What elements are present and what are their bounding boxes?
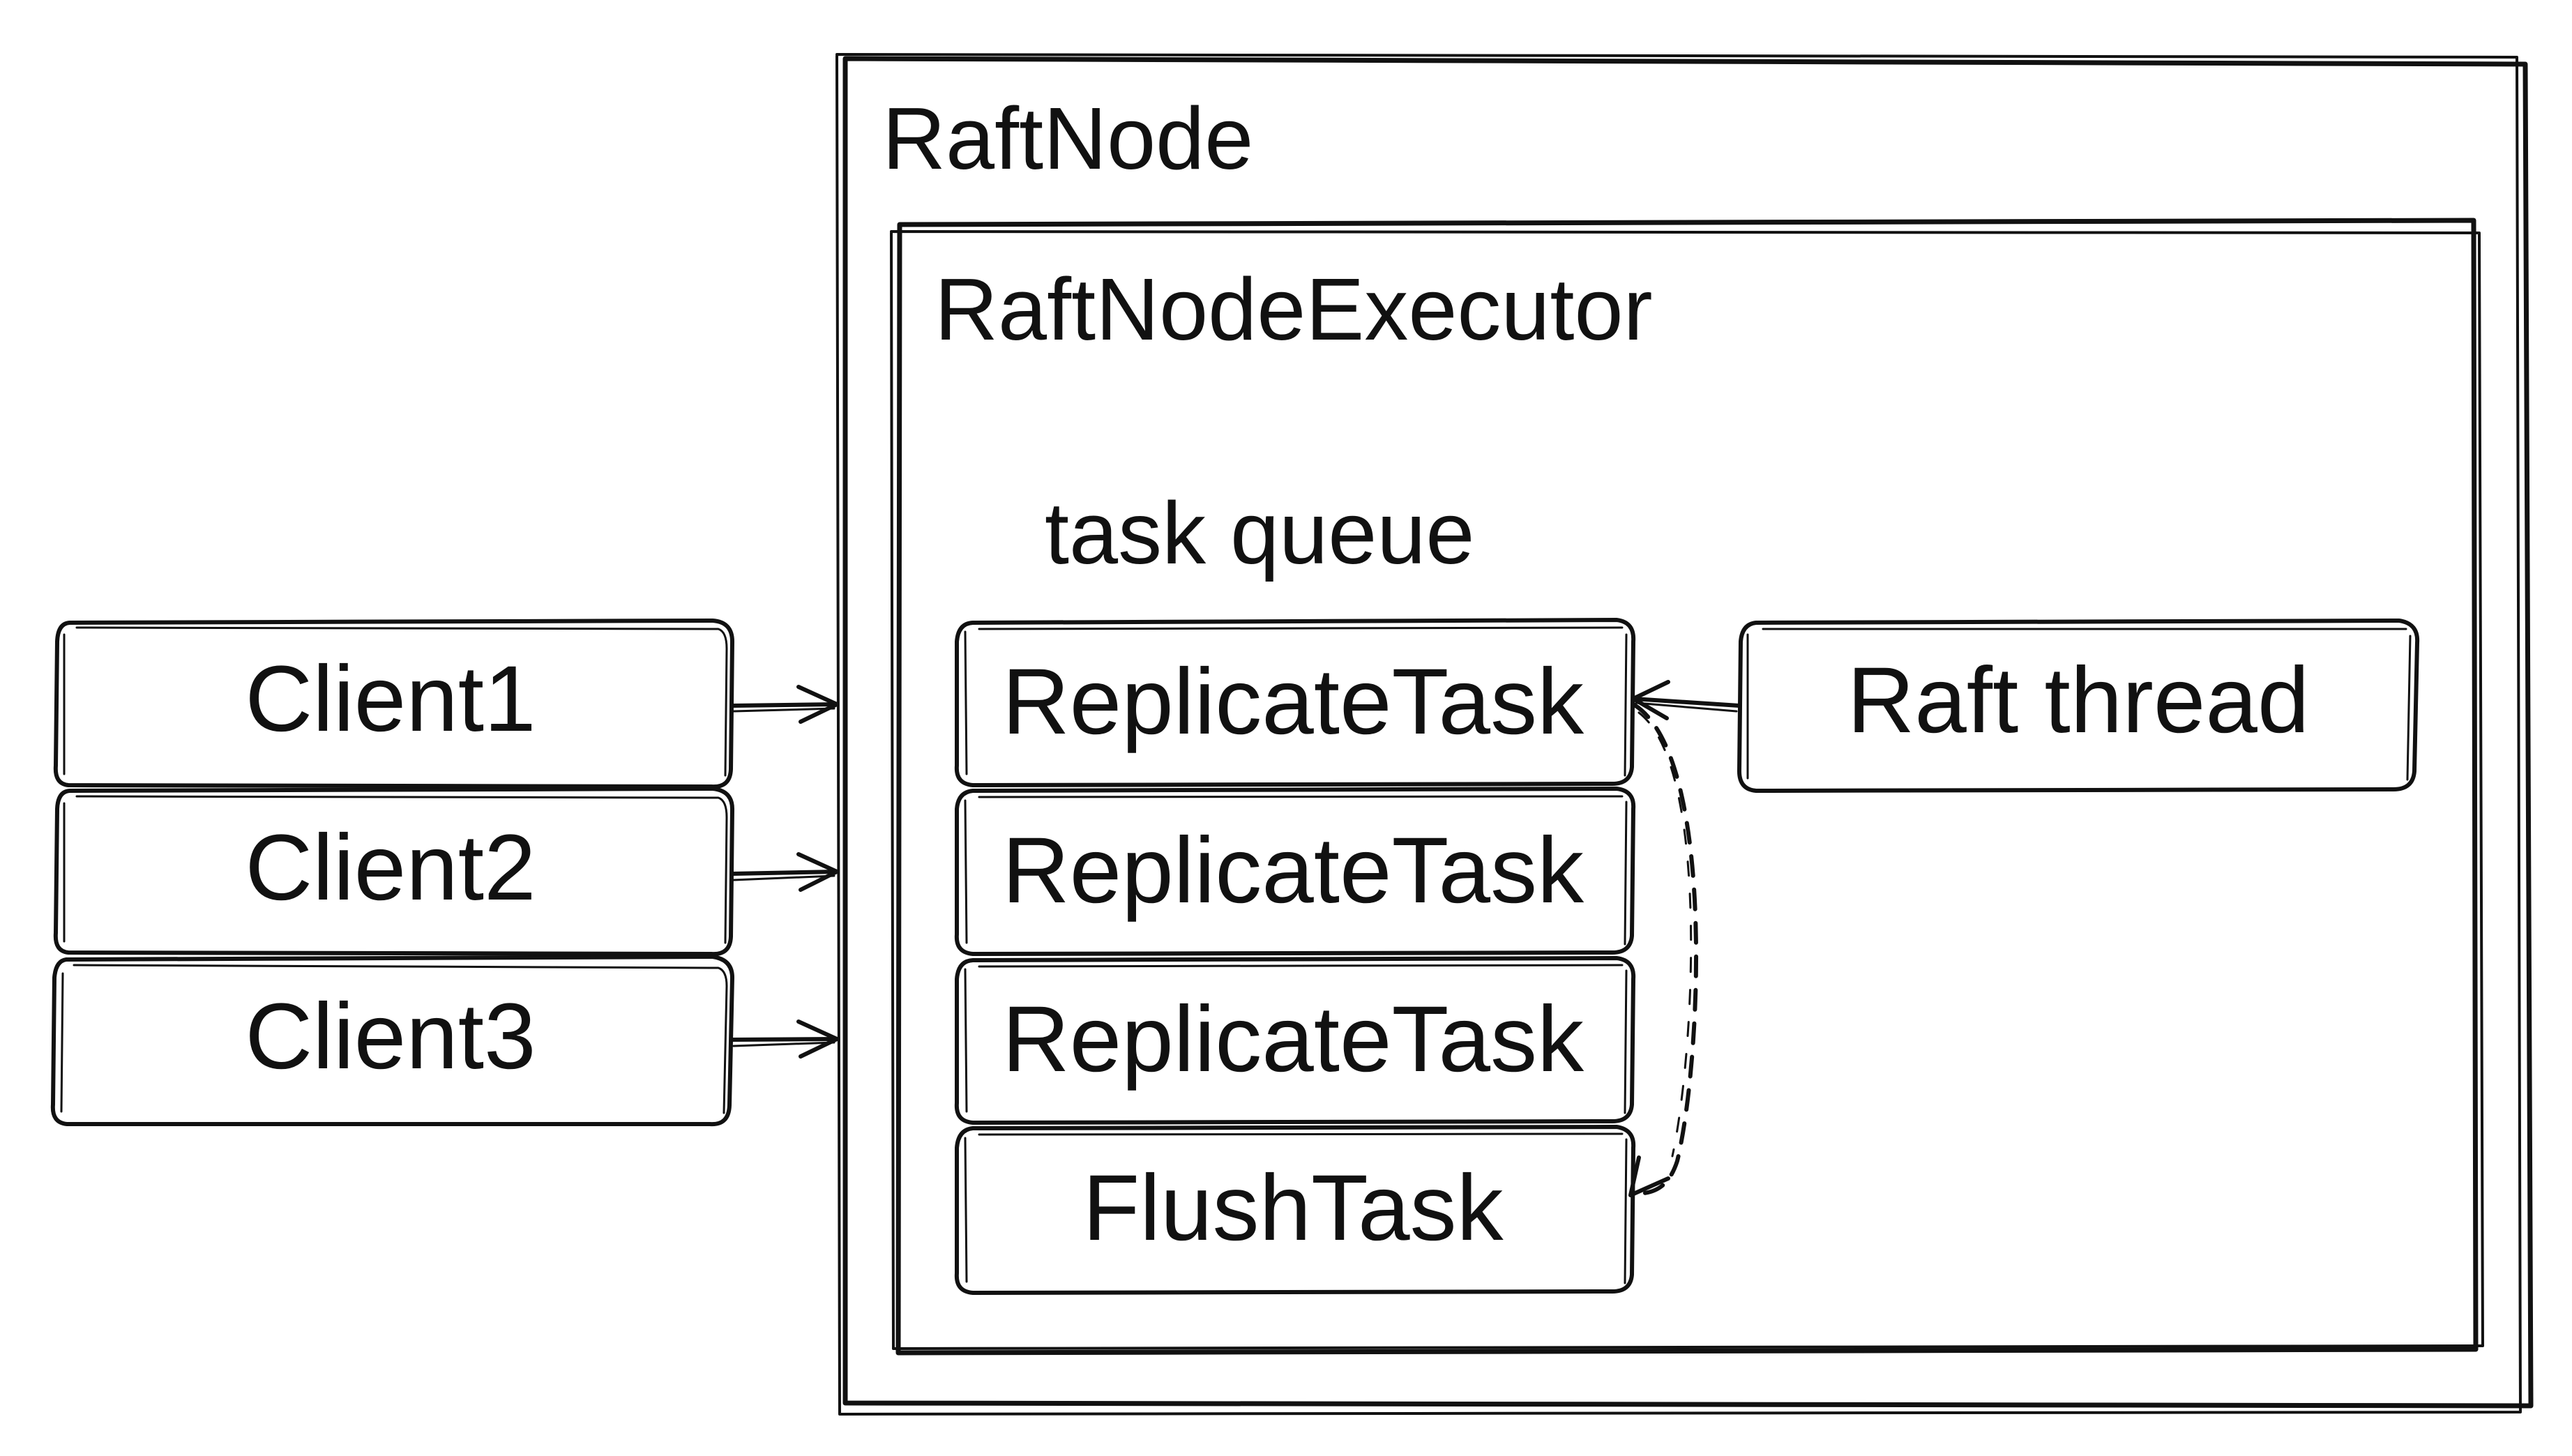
- raft-thread-box: Raft thread: [1737, 619, 2420, 793]
- executor-title: RaftNodeExecutor: [935, 260, 1653, 358]
- client-box-2: Client2: [53, 787, 734, 957]
- task-label-2: ReplicateTask: [1002, 819, 1584, 923]
- task-box-4: FlushTask: [954, 1125, 1636, 1295]
- task-box-3: ReplicateTask: [954, 956, 1636, 1125]
- thread-to-task-arrow: [1631, 680, 1741, 720]
- client-box-3: Client3: [50, 955, 734, 1127]
- task-label-4: FlushTask: [1082, 1156, 1504, 1260]
- task-queue-label: task queue: [1045, 484, 1474, 582]
- client-box-1: Client1: [53, 619, 734, 789]
- client-label-1: Client1: [245, 647, 536, 751]
- task-box-1: ReplicateTask: [954, 618, 1636, 787]
- client-arrow-3: [730, 1019, 839, 1059]
- client-arrow-1: [730, 685, 839, 724]
- raft-node-container: RaftNode: [835, 53, 2534, 1416]
- raft-thread-label: Raft thread: [1847, 649, 2310, 752]
- task-box-2: ReplicateTask: [954, 787, 1636, 956]
- executor-container: RaftNodeExecutor task queue: [890, 218, 2484, 1356]
- task-label-1: ReplicateTask: [1002, 650, 1584, 754]
- flush-dashed-arrow: [1628, 702, 1698, 1197]
- raft-node-title: RaftNode: [882, 89, 1253, 188]
- task-label-3: ReplicateTask: [1002, 987, 1584, 1091]
- client-arrow-2: [730, 852, 839, 892]
- client-label-2: Client2: [245, 816, 536, 920]
- client-label-3: Client3: [245, 985, 536, 1089]
